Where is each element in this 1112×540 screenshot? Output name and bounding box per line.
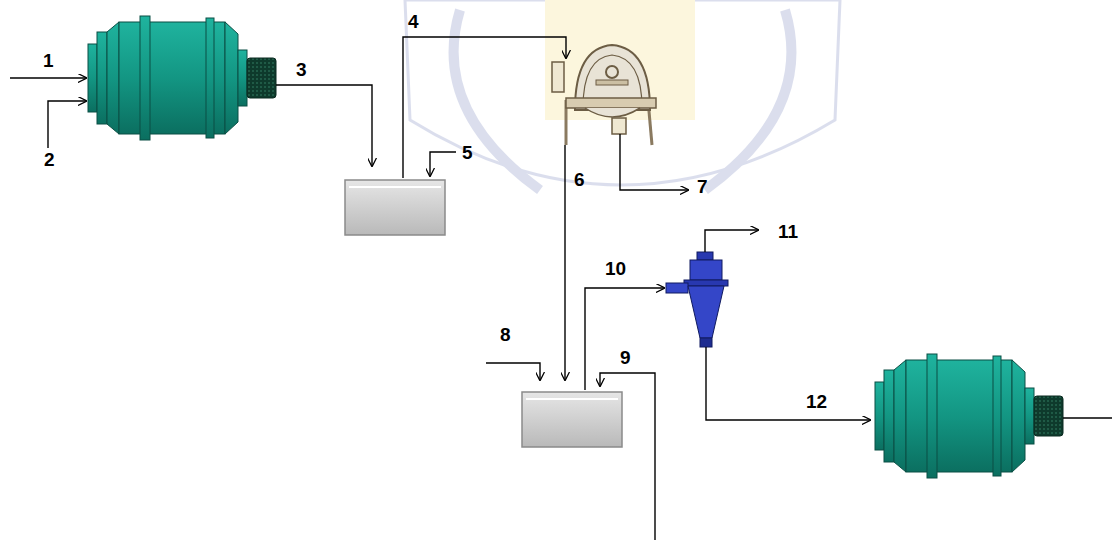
watermark-emblem (405, 0, 840, 190)
stream-number: 12 (806, 392, 827, 411)
flotation-cell (552, 45, 656, 145)
stream-number: 6 (574, 170, 585, 189)
stream-number: 7 (697, 177, 708, 196)
stream-number: 3 (296, 60, 307, 79)
stream-number: 10 (605, 259, 626, 278)
stream-number: 2 (44, 150, 55, 169)
stream-number: 5 (462, 143, 473, 162)
stream-number: 9 (620, 348, 631, 367)
stream-number: 4 (408, 12, 419, 31)
stream-number: 8 (500, 325, 511, 344)
stream-number: 1 (43, 51, 54, 70)
stream-number: 11 (778, 222, 798, 241)
hydrocyclone (666, 252, 728, 347)
stream-lines (10, 37, 1112, 540)
